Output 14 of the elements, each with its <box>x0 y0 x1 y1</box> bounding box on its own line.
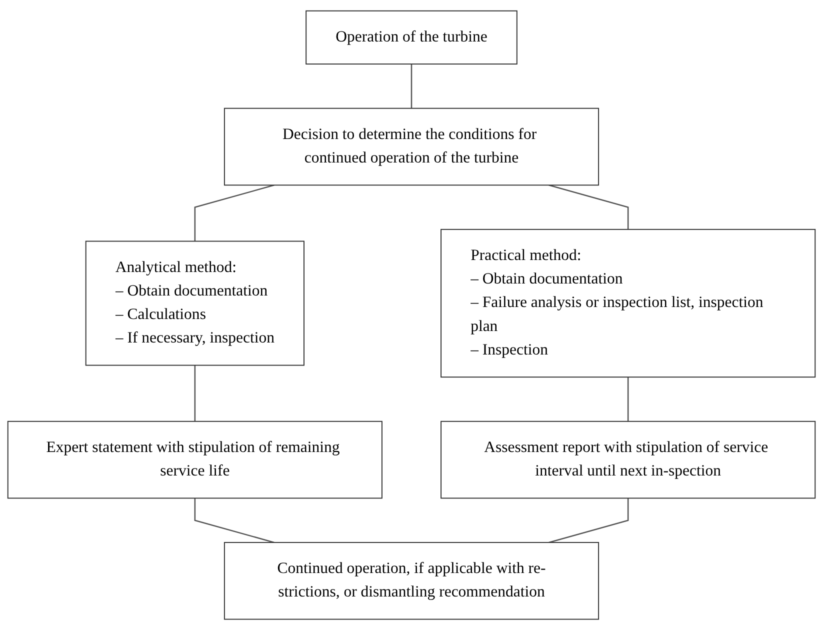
node-box: Decision to determine the conditions for continued operation of the turbine <box>224 108 600 186</box>
node-box: Operation of the turbine <box>306 10 518 64</box>
node-box: Expert statement with stipulation of remaining service life <box>7 420 382 499</box>
node-box: Assessment report with stipulation of service interval until next in-spection <box>440 420 816 499</box>
connector <box>194 498 274 544</box>
connector <box>194 365 196 422</box>
node-box: Continued operation, if applicable with re-strictions, or dismantling recommendation <box>224 542 600 620</box>
connector <box>410 64 412 108</box>
connector <box>548 498 629 544</box>
node-box: Practical method: – Obtain documentation – Failure analysis or inspection list, inspection plan – Inspection <box>440 228 816 378</box>
connector <box>627 377 629 422</box>
connector <box>548 184 629 230</box>
node-box: Analytical method: – Obtain documentation – Calculations – If necessary, inspection <box>85 240 304 366</box>
connector <box>194 184 274 242</box>
